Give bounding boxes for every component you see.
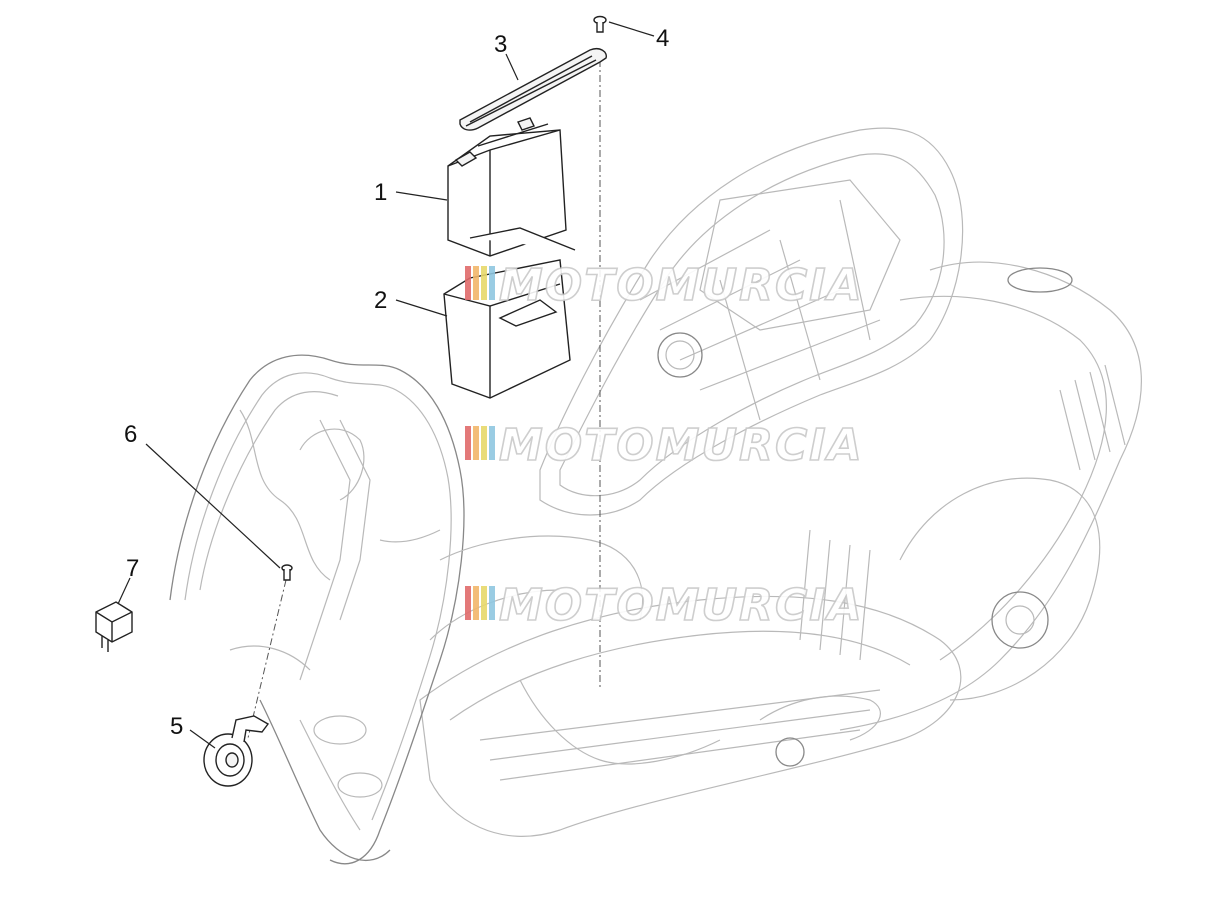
callout-7: 7 bbox=[126, 555, 139, 582]
relay-part bbox=[95, 601, 133, 652]
callout-1: 1 bbox=[374, 179, 387, 206]
watermark-stripe bbox=[489, 426, 495, 460]
watermark-stripe bbox=[481, 266, 487, 300]
watermark-stripe bbox=[481, 586, 487, 620]
callout-2: 2 bbox=[374, 287, 387, 314]
horn-part bbox=[203, 715, 270, 787]
watermark-stripe bbox=[473, 586, 479, 620]
watermark-group: MOTOMURCIA MOTOMURCIA MOTOMURCIA bbox=[465, 259, 864, 632]
watermark-stripe bbox=[489, 266, 495, 300]
scooter-body-outline bbox=[169, 127, 1142, 865]
watermark-stripe bbox=[465, 426, 471, 460]
watermark-stripe bbox=[481, 426, 487, 460]
callout-6: 6 bbox=[124, 421, 137, 448]
bolt-part bbox=[281, 564, 293, 581]
watermark-bottom: MOTOMURCIA bbox=[465, 579, 864, 632]
watermark-stripe bbox=[489, 586, 495, 620]
battery-strap-part bbox=[459, 48, 607, 131]
watermark-stripe bbox=[465, 266, 471, 300]
watermark-middle: MOTOMURCIA bbox=[465, 419, 864, 472]
battery-part bbox=[447, 117, 567, 257]
watermark-stripe bbox=[473, 266, 479, 300]
watermark-text: MOTOMURCIA bbox=[499, 580, 864, 631]
callout-4: 4 bbox=[656, 25, 669, 52]
watermark-stripe bbox=[473, 426, 479, 460]
watermark-text: MOTOMURCIA bbox=[499, 420, 864, 471]
watermark-text: MOTOMURCIA bbox=[499, 260, 864, 311]
callout-5: 5 bbox=[170, 713, 183, 740]
callout-3: 3 bbox=[494, 31, 507, 58]
screw-part bbox=[593, 15, 607, 33]
assembly-axes bbox=[247, 60, 601, 739]
watermark-stripe bbox=[465, 586, 471, 620]
battery-tray-part bbox=[443, 227, 576, 399]
watermark-top: MOTOMURCIA bbox=[465, 259, 864, 312]
leader-lines bbox=[117, 21, 655, 749]
callout-labels: 1 2 3 4 5 6 7 bbox=[124, 25, 669, 740]
